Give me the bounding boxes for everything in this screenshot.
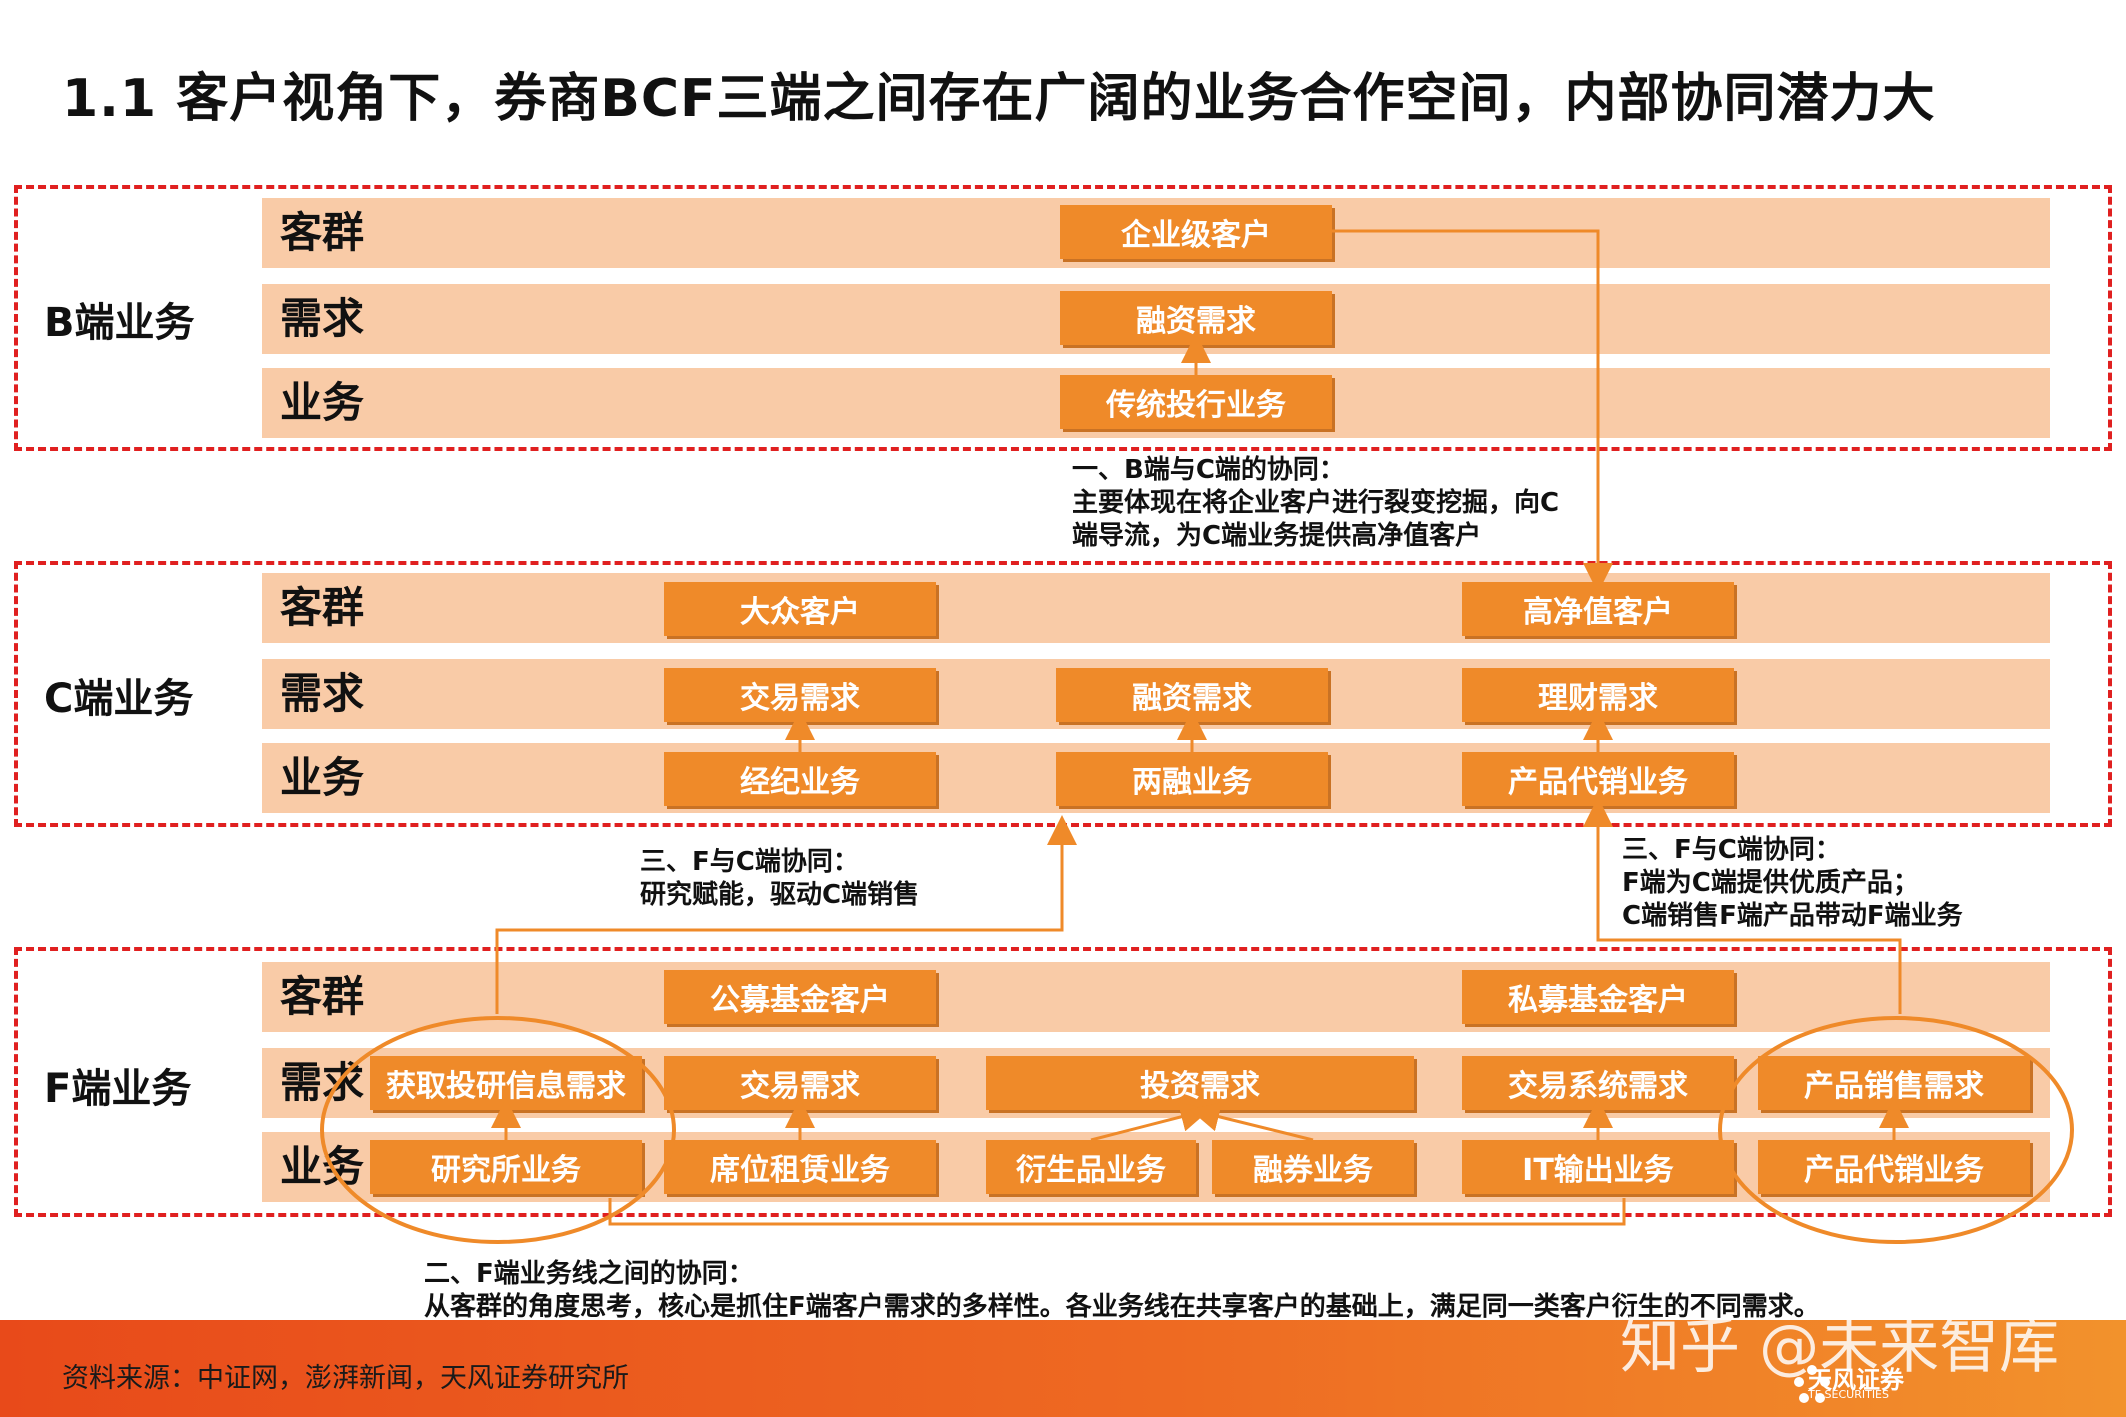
note-bc-line1: 一、B端与C端的协同：: [1072, 455, 1345, 485]
logo-subtext: TF SECURITIES: [1808, 1388, 1889, 1401]
note-fc-right-line1: 三、F与C端协同：: [1622, 835, 1841, 865]
c-row-label-business: 业务: [280, 753, 365, 802]
f-business-research: 研究所业务: [370, 1140, 642, 1194]
b-client-enterprise: 企业级客户: [1060, 205, 1332, 259]
b-business-ib: 传统投行业务: [1060, 375, 1332, 429]
c-business-brokerage: 经纪业务: [664, 752, 936, 806]
f-client-private-fund: 私募基金客户: [1462, 970, 1734, 1024]
c-segment-label: C端业务: [44, 676, 194, 722]
ellipse-f-research: [320, 1016, 676, 1244]
f-segment-section: [14, 947, 2112, 1217]
b-segment-label: B端业务: [44, 300, 195, 346]
page-title: 1.1 客户视角下，券商BCF三端之间存在广阔的业务合作空间，内部协同潜力大: [62, 69, 1936, 129]
c-need-trading: 交易需求: [664, 668, 936, 722]
f-business-derivatives: 衍生品业务: [986, 1140, 1196, 1194]
arrow-f-lending-to-investment: [1189, 1102, 1314, 1142]
note-fc-right-line2: F端为C端提供优质产品；: [1622, 868, 1919, 898]
c-business-margin: 两融业务: [1056, 752, 1328, 806]
f-business-seat-rental: 席位租赁业务: [664, 1140, 936, 1194]
note-fc-left: 三、F与C端协同： 研究赋能，驱动C端销售: [640, 846, 919, 912]
footer-source: 资料来源：中证网，澎湃新闻，天风证券研究所: [62, 1363, 629, 1394]
ellipse-f-product-sales: [1718, 1016, 2074, 1244]
note-bc-synergy: 一、B端与C端的协同： 主要体现在将企业客户进行裂变挖掘，向C 端导流，为C端业…: [1072, 454, 1559, 553]
f-business-it-output: IT输出业务: [1462, 1140, 1734, 1194]
bracket-f-business-lines: [608, 1198, 1626, 1226]
f-client-public-fund: 公募基金客户: [664, 970, 936, 1024]
f-row-label-clients: 客群: [280, 972, 365, 1021]
f-business-product-sales: 产品代销业务: [1758, 1140, 2030, 1194]
arrow-b-client-to-c-hnw: [1332, 229, 1613, 593]
f-business-securities-lending: 融券业务: [1212, 1140, 1414, 1194]
f-segment-label: F端业务: [44, 1066, 192, 1112]
note-fc-left-line2: 研究赋能，驱动C端销售: [640, 880, 920, 910]
note-ff-line1: 二、F端业务线之间的协同：: [424, 1259, 754, 1289]
logo-icon: [1794, 1365, 1830, 1403]
c-row-label-needs: 需求: [280, 669, 365, 718]
f-need-product-sales: 产品销售需求: [1758, 1056, 2030, 1110]
note-fc-left-line1: 三、F与C端协同：: [640, 847, 859, 877]
arrow-f-research-to-c: [495, 815, 1077, 1014]
f-need-investment: 投资需求: [986, 1056, 1414, 1110]
note-fc-right: 三、F与C端协同： F端为C端提供优质产品； C端销售F端产品带动F端业务: [1622, 834, 1963, 933]
footer-bar: [0, 1320, 2126, 1417]
arrow-f-product-to-c: [1583, 797, 1902, 1014]
b-row-label-clients: 客群: [280, 208, 365, 257]
arrow-f-derivatives-to-investment: [1090, 1102, 1211, 1142]
note-bc-line3: 端导流，为C端业务提供高净值客户: [1072, 521, 1482, 551]
f-row-label-needs: 需求: [280, 1058, 365, 1107]
f-row-label-business: 业务: [280, 1142, 365, 1191]
c-row-label-clients: 客群: [280, 583, 365, 632]
b-row-label-business: 业务: [280, 378, 365, 427]
note-bc-line2: 主要体现在将企业客户进行裂变挖掘，向C: [1072, 488, 1560, 518]
note-fc-right-line3: C端销售F端产品带动F端业务: [1622, 901, 1963, 931]
note-ff-line2: 从客群的角度思考，核心是抓住F端客户需求的多样性。各业务线在共享客户的基础上，满…: [424, 1292, 1820, 1322]
b-segment-section: [14, 185, 2112, 451]
note-ff-synergy: 二、F端业务线之间的协同： 从客群的角度思考，核心是抓住F端客户需求的多样性。各…: [424, 1258, 1820, 1324]
f-clients-band: [262, 962, 2050, 1032]
b-row-label-needs: 需求: [280, 294, 365, 343]
c-clients-band: [262, 573, 2050, 643]
watermark: 知乎 @未来智库: [1620, 1312, 2060, 1382]
f-need-trading-system: 交易系统需求: [1462, 1056, 1734, 1110]
c-client-mass: 大众客户: [664, 582, 936, 636]
